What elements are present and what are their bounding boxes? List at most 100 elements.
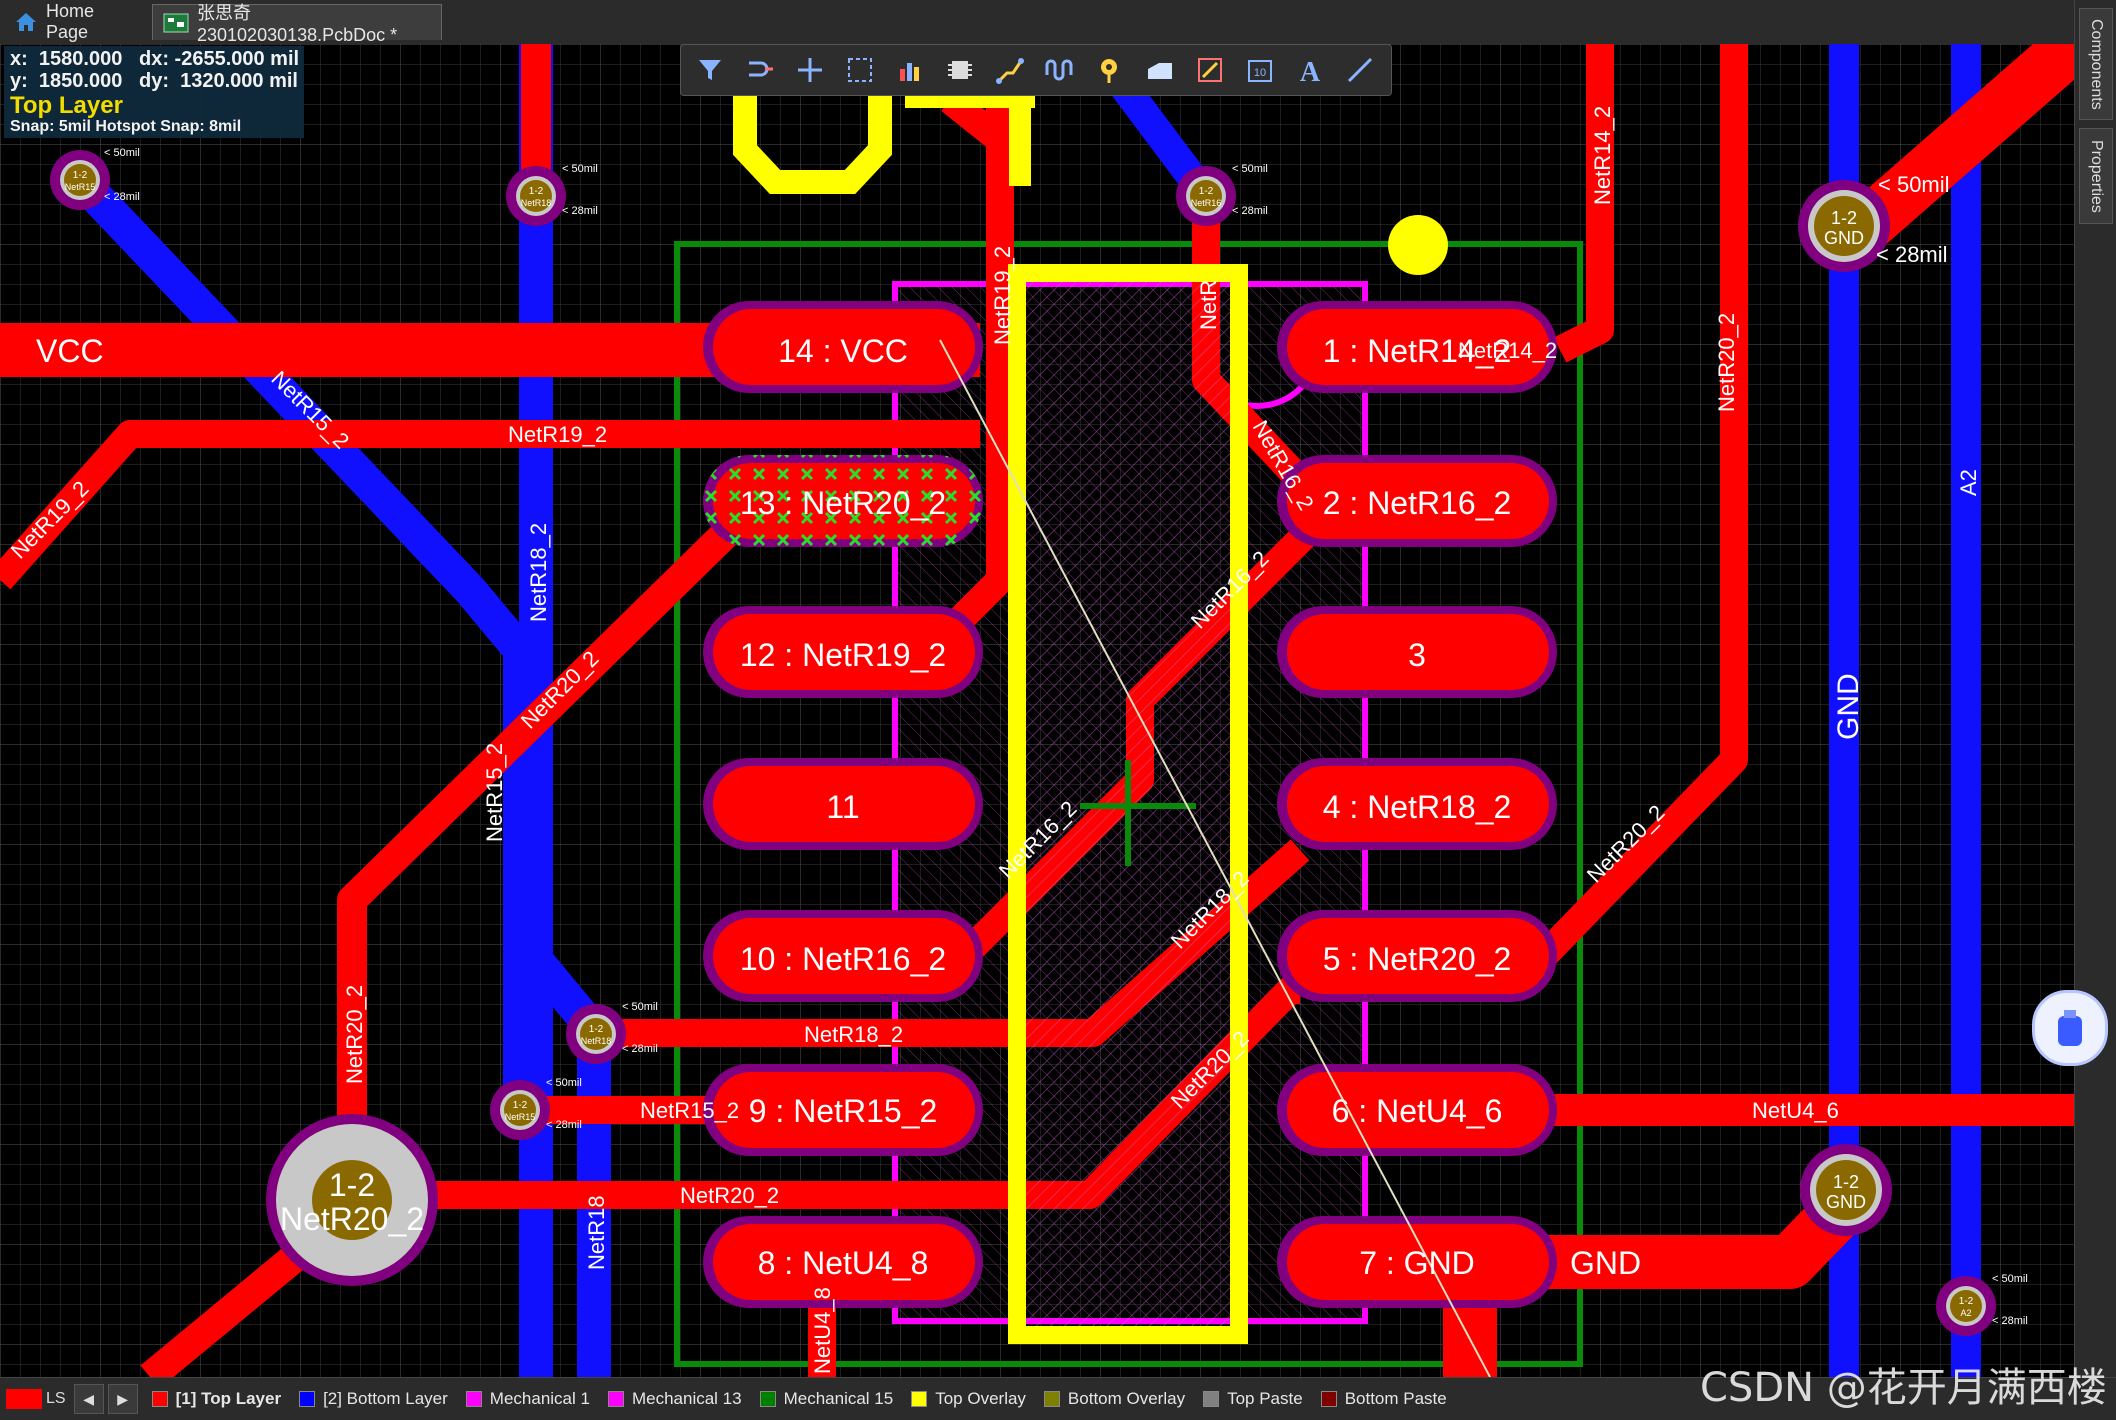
pad-5[interactable] bbox=[1287, 918, 1549, 994]
layer-tab-mechanical-13[interactable]: Mechanical 13 bbox=[607, 1389, 742, 1409]
pad-14-label: 14 : VCC bbox=[778, 333, 908, 369]
layer-tab-1-top-layer[interactable]: [1] Top Layer bbox=[151, 1389, 282, 1409]
pad-7[interactable] bbox=[1287, 1224, 1549, 1300]
layer-color-swatch bbox=[759, 1391, 776, 1407]
svg-text:< 50mil: < 50mil bbox=[104, 147, 140, 159]
layer-tab-bottom-overlay[interactable]: Bottom Overlay bbox=[1043, 1389, 1186, 1409]
via-9[interactable]: 1-2 A2 bbox=[1936, 1276, 1996, 1336]
layer-set-button[interactable]: LS bbox=[6, 1389, 66, 1409]
svg-text:1-2: 1-2 bbox=[1833, 1172, 1859, 1192]
pad-6[interactable] bbox=[1287, 1072, 1549, 1148]
svg-text:1-2: 1-2 bbox=[1959, 1296, 1974, 1307]
svg-text:< 28mil: < 28mil bbox=[622, 1043, 658, 1055]
tune-length-icon[interactable] bbox=[1039, 48, 1081, 92]
properties-panel-tab[interactable]: Properties bbox=[2079, 128, 2113, 224]
layer-tab-top-overlay[interactable]: Top Overlay bbox=[911, 1389, 1026, 1409]
fill-icon[interactable] bbox=[1139, 48, 1181, 92]
net-label-netr20-vert: NetR20_2 bbox=[342, 985, 367, 1084]
svg-text:GND: GND bbox=[1824, 228, 1864, 248]
tab-home-page[interactable]: Home Page bbox=[4, 1, 150, 42]
interactive-route-icon[interactable] bbox=[989, 48, 1031, 92]
tab-pcb-label: 张思奇230102030138.PcbDoc * bbox=[197, 3, 398, 45]
via-3[interactable]: 1-2 NetR16 bbox=[1176, 166, 1236, 226]
layer-tab-mechanical-1[interactable]: Mechanical 1 bbox=[465, 1389, 590, 1409]
layer-tab-2-bottom-layer[interactable]: [2] Bottom Layer bbox=[299, 1389, 448, 1409]
pad-9[interactable] bbox=[713, 1072, 975, 1148]
layer-tab-label: Top Paste bbox=[1227, 1389, 1303, 1408]
pad-8[interactable] bbox=[713, 1224, 975, 1300]
svg-text:1-2: 1-2 bbox=[1831, 208, 1857, 228]
via-2[interactable]: 1-2 NetR18 bbox=[506, 166, 566, 226]
svg-text:NetR15: NetR15 bbox=[65, 182, 96, 192]
net-label-netr18-vert: NetR18_2 bbox=[526, 523, 551, 622]
tab-home-label: Home Page bbox=[46, 1, 95, 42]
line-icon[interactable] bbox=[1339, 48, 1381, 92]
via-8[interactable]: 1-2 GND bbox=[1800, 1144, 1892, 1236]
watermark: CSDN @花开月满西楼 bbox=[1700, 1365, 2107, 1411]
pad-2[interactable] bbox=[1287, 463, 1549, 539]
svg-text:1-2: 1-2 bbox=[529, 186, 544, 197]
component-icon[interactable] bbox=[939, 48, 981, 92]
pad-11[interactable] bbox=[713, 766, 975, 842]
svg-text:1-2: 1-2 bbox=[73, 170, 88, 181]
pads-right bbox=[1277, 301, 1557, 1308]
pad-4[interactable] bbox=[1287, 766, 1549, 842]
string-10-icon[interactable]: 10 bbox=[1239, 48, 1281, 92]
svg-text:1-2: 1-2 bbox=[589, 1024, 604, 1035]
layer-tab-label: Bottom Paste bbox=[1344, 1389, 1447, 1408]
pad-icon[interactable] bbox=[1189, 48, 1231, 92]
layer-next-button[interactable]: ▶ bbox=[107, 1384, 138, 1414]
bar-chart-icon[interactable] bbox=[889, 48, 931, 92]
svg-text:< 50mil: < 50mil bbox=[1992, 1273, 2028, 1285]
net-label-netr14-vert: NetR14_2 bbox=[1590, 106, 1615, 205]
route-icon[interactable] bbox=[739, 48, 781, 92]
pad-10[interactable] bbox=[713, 918, 975, 994]
cross-icon[interactable] bbox=[789, 48, 831, 92]
via-1[interactable]: 1-2 NetR15 bbox=[50, 150, 110, 210]
pad-12-label: 12 : NetR19_2 bbox=[740, 637, 946, 673]
select-rect-icon[interactable] bbox=[839, 48, 881, 92]
via-5[interactable]: 1-2 NetR18 bbox=[566, 1004, 626, 1064]
pad-11-label: 11 bbox=[826, 789, 859, 825]
layer-tab-mechanical-15[interactable]: Mechanical 15 bbox=[759, 1389, 893, 1409]
pad-3[interactable] bbox=[1287, 614, 1549, 690]
svg-text:A: A bbox=[1300, 57, 1321, 85]
pad-12[interactable] bbox=[713, 614, 975, 690]
pcb-canvas[interactable]: 14 : VCC 13 : NetR20_2 12 : NetR19_2 11 … bbox=[0, 44, 2074, 1377]
text-icon[interactable]: A bbox=[1289, 48, 1331, 92]
layer-color-swatch bbox=[911, 1391, 928, 1407]
active-bar-toolbar: 10 A bbox=[680, 44, 1392, 96]
tab-pcb-document[interactable]: 张思奇230102030138.PcbDoc * bbox=[152, 3, 442, 45]
floating-assistant-button[interactable] bbox=[2032, 990, 2108, 1066]
pad-labels: 14 : VCC 13 : NetR20_2 12 : NetR19_2 11 … bbox=[740, 333, 1511, 1281]
y-coordinate: y: 1850.000 dy: 1320.000 mil bbox=[10, 70, 298, 92]
svg-text:< 50mil: < 50mil bbox=[546, 1077, 582, 1089]
pad-7-label: 7 : GND bbox=[1359, 1245, 1475, 1281]
layer-color-swatch bbox=[151, 1391, 168, 1407]
vias: 1-2 NetR15 1-2 NetR18 1-2 NetR16 1-2 GND… bbox=[50, 150, 1996, 1336]
ratsnest-line bbox=[939, 339, 1491, 1377]
svg-text:< 28mil: < 28mil bbox=[1992, 1315, 2028, 1327]
layer-tab-label: [1] Top Layer bbox=[175, 1389, 282, 1408]
via-icon[interactable] bbox=[1089, 48, 1131, 92]
layer-color-swatch bbox=[299, 1391, 316, 1407]
pad-14[interactable] bbox=[713, 309, 975, 385]
svg-text:GND: GND bbox=[1826, 1192, 1866, 1212]
filter-icon[interactable] bbox=[689, 48, 731, 92]
via-4[interactable]: 1-2 GND bbox=[1798, 180, 1890, 272]
pad-1[interactable] bbox=[1287, 309, 1549, 385]
layer-tab-top-paste[interactable]: Top Paste bbox=[1203, 1389, 1303, 1409]
layer-prev-button[interactable]: ◀ bbox=[73, 1384, 104, 1414]
pad-9-label: 9 : NetR15_2 bbox=[749, 1093, 938, 1129]
net-label-netr-top: NetR bbox=[1196, 280, 1221, 330]
svg-text:10: 10 bbox=[1254, 67, 1266, 79]
net-label-vcc: VCC bbox=[36, 333, 104, 369]
via-7[interactable]: 1-2 NetR20_2 bbox=[266, 1114, 438, 1286]
current-layer: Top Layer bbox=[10, 92, 123, 119]
components-panel-tab[interactable]: Components bbox=[2079, 8, 2113, 120]
via-6[interactable]: 1-2 NetR15 bbox=[490, 1080, 550, 1140]
svg-text:< 50mil: < 50mil bbox=[622, 1001, 658, 1013]
layer-tab-label: Mechanical 1 bbox=[489, 1389, 590, 1408]
layer-tab-bottom-paste[interactable]: Bottom Paste bbox=[1320, 1389, 1447, 1409]
layer-tab-label: Bottom Overlay bbox=[1067, 1389, 1186, 1408]
